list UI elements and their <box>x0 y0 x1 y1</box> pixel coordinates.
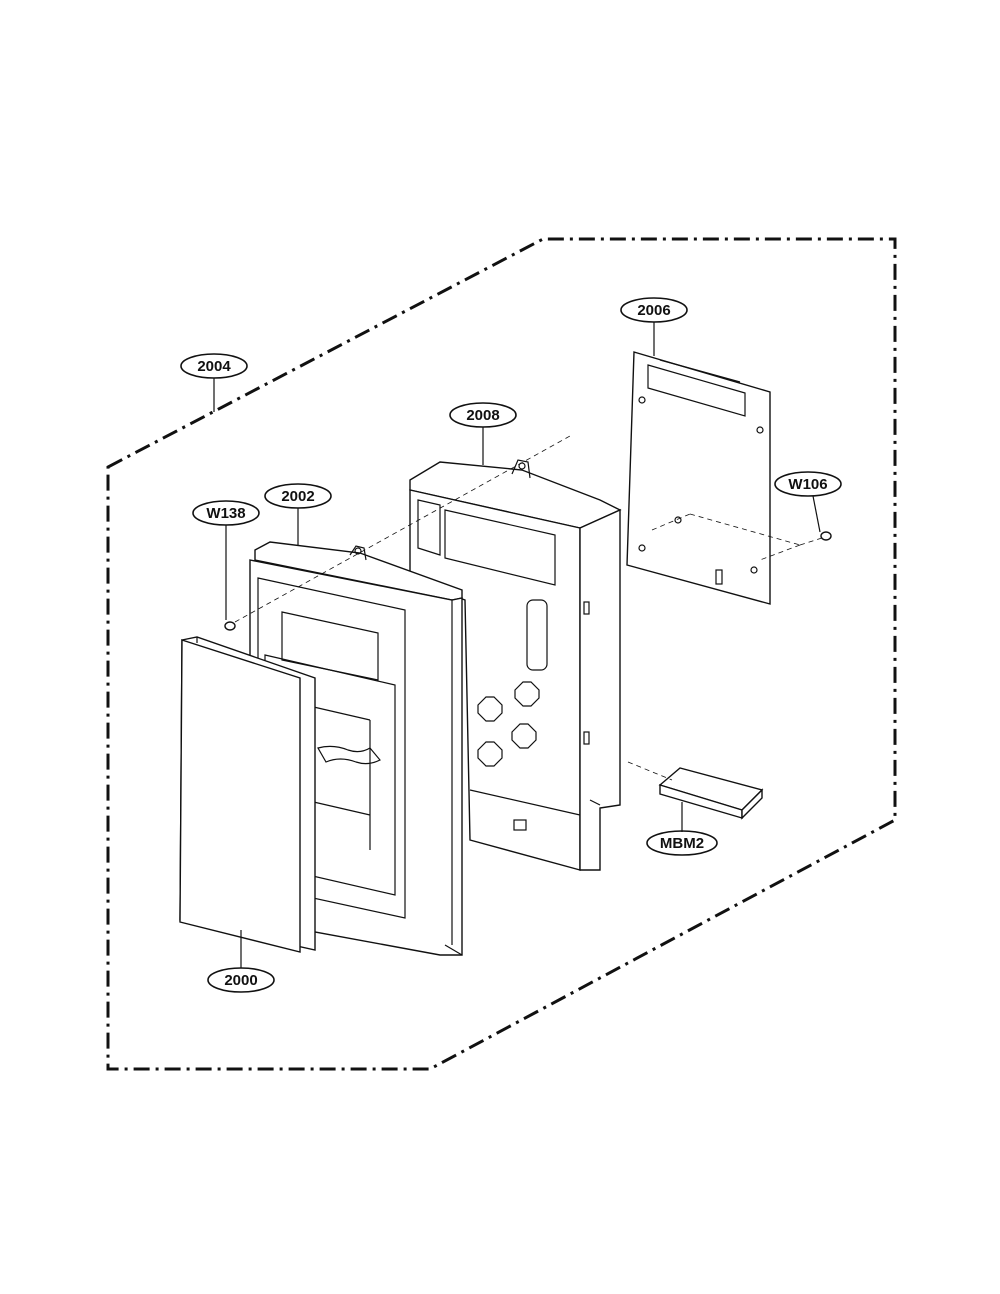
svg-text:2004: 2004 <box>197 358 231 375</box>
screw-w106 <box>799 531 832 546</box>
callout-w106: W106 <box>774 471 842 497</box>
callout-2006: 2006 <box>620 297 688 323</box>
callout-2008: 2008 <box>449 402 517 428</box>
assembly-boundary <box>106 237 897 1071</box>
svg-text:W138: W138 <box>206 505 245 522</box>
callout-w138: W138 <box>192 500 260 526</box>
svg-text:W106: W106 <box>788 476 827 493</box>
leader-w106 <box>812 495 821 533</box>
pcb-board-2006 <box>626 351 801 605</box>
callout-2000: 2000 <box>207 967 275 993</box>
svg-text:2008: 2008 <box>466 407 499 424</box>
callout-mbm2: MBM2 <box>646 830 718 856</box>
module-mbm2 <box>627 761 764 820</box>
membrane-panel-2000 <box>179 636 316 953</box>
svg-text:2002: 2002 <box>281 488 314 505</box>
svg-text:MBM2: MBM2 <box>660 835 704 852</box>
callout-2004: 2004 <box>180 353 248 379</box>
svg-text:2006: 2006 <box>637 302 670 319</box>
screw-w138 <box>224 435 571 631</box>
svg-text:2000: 2000 <box>224 972 257 989</box>
callout-2002: 2002 <box>264 483 332 509</box>
bracket-frame-2008 <box>409 459 622 871</box>
